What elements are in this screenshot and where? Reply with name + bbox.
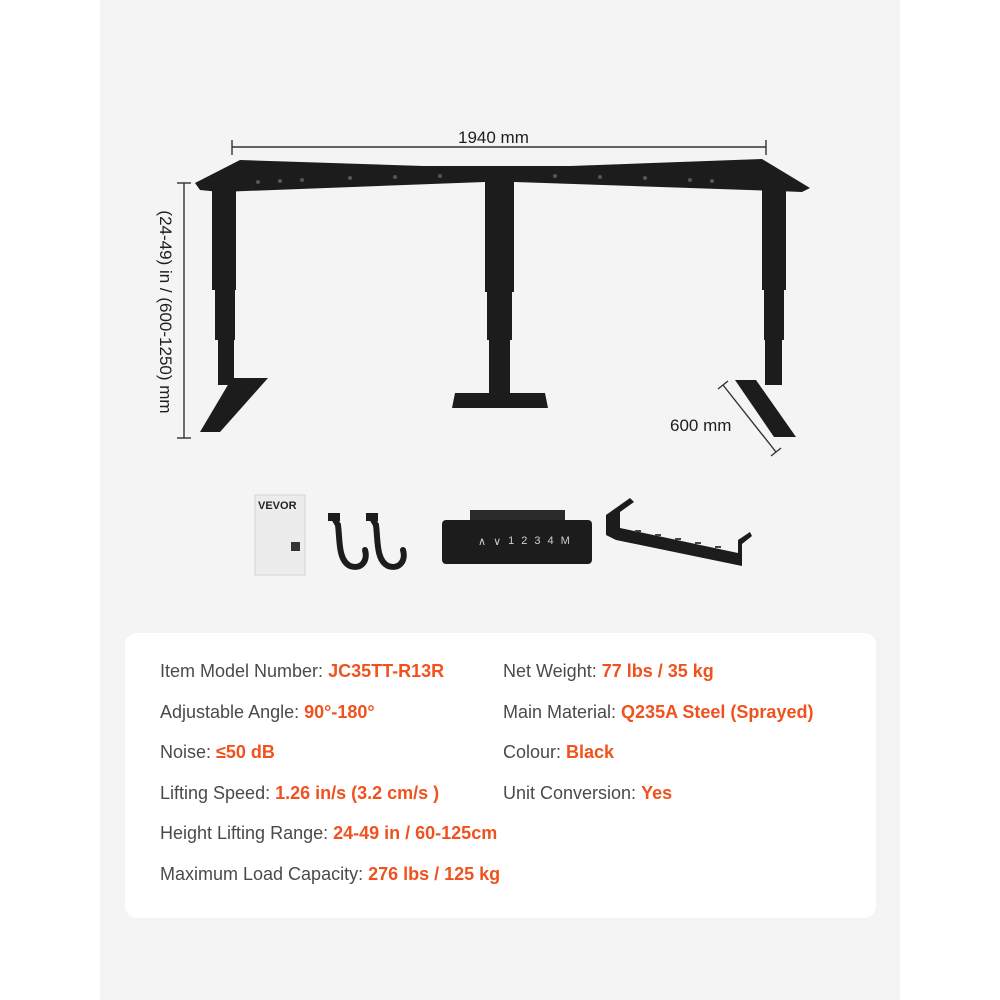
spec-value: 276 lbs / 125 kg bbox=[368, 863, 501, 884]
cable-tray-slots bbox=[635, 530, 721, 548]
spec-value: Black bbox=[566, 742, 615, 762]
width-dimension-line bbox=[231, 140, 767, 155]
left-leg bbox=[200, 190, 268, 432]
spec-row: Item Model Number: JC35TT-R13R bbox=[160, 661, 500, 702]
spec-label: Maximum Load Capacity: bbox=[160, 863, 369, 884]
spec-label: Adjustable Angle: bbox=[160, 701, 305, 722]
spec-value: JC35TT-R13R bbox=[328, 661, 445, 681]
controller-button: 4 bbox=[547, 535, 554, 547]
spec-label: Lifting Speed: bbox=[160, 782, 276, 803]
spec-value: 24-49 in / 60-125cm bbox=[333, 823, 498, 843]
spec-row: Main Material: Q235A Steel (Sprayed) bbox=[503, 702, 813, 743]
top-beams bbox=[195, 159, 810, 192]
controller-button: M bbox=[560, 535, 570, 547]
height-dimension-line bbox=[177, 182, 191, 439]
spec-label: Colour: bbox=[503, 742, 567, 762]
controller-button: 2 bbox=[521, 535, 528, 547]
spec-row: Net Weight: 77 lbs / 35 kg bbox=[503, 661, 813, 702]
control-panel bbox=[442, 510, 592, 564]
spec-value: Yes bbox=[641, 782, 673, 803]
middle-leg bbox=[452, 182, 548, 408]
spec-row: Maximum Load Capacity: 276 lbs / 125 kg bbox=[160, 864, 500, 905]
spec-label: Noise: bbox=[160, 742, 217, 762]
spec-row: Height Lifting Range: 24-49 in / 60-125c… bbox=[160, 823, 500, 864]
controller-button: 1 bbox=[508, 535, 515, 547]
depth-dimension-line bbox=[717, 380, 782, 457]
spec-value: Q235A Steel (Sprayed) bbox=[621, 701, 814, 722]
spec-label: Unit Conversion: bbox=[503, 782, 642, 803]
controller-button: ∨ bbox=[493, 536, 502, 548]
spec-row: Adjustable Angle: 90°-180° bbox=[160, 702, 500, 743]
spec-value: 77 lbs / 35 kg bbox=[601, 661, 714, 681]
spec-row: Colour: Black bbox=[503, 742, 813, 783]
spec-value: ≤50 dB bbox=[216, 742, 275, 762]
spec-value: 90°-180° bbox=[304, 701, 375, 722]
controller-button: 3 bbox=[534, 535, 541, 547]
spec-label: Net Weight: bbox=[503, 661, 602, 681]
spec-label: Height Lifting Range: bbox=[160, 823, 334, 843]
manual-booklet bbox=[254, 494, 306, 576]
spec-label: Item Model Number: bbox=[160, 661, 329, 681]
spec-row: Noise: ≤50 dB bbox=[160, 742, 500, 783]
right-leg bbox=[735, 190, 796, 437]
cable-tray bbox=[606, 498, 752, 566]
width-dimension-label: 1940 mm bbox=[458, 128, 529, 147]
depth-dimension-label: 600 mm bbox=[670, 416, 732, 435]
manual-brand-logo: VEVOR bbox=[258, 500, 297, 512]
height-dimension-label: (24-49) in / (600-1250) mm bbox=[156, 210, 175, 414]
controller-button: ∧ bbox=[478, 536, 487, 548]
cable-hooks bbox=[328, 513, 407, 570]
spec-row: Lifting Speed: 1.26 in/s (3.2 cm/s ) bbox=[160, 783, 500, 824]
spec-row: Unit Conversion: Yes bbox=[503, 783, 813, 824]
spec-label: Main Material: bbox=[503, 701, 622, 722]
spec-value: 1.26 in/s (3.2 cm/s ) bbox=[275, 782, 440, 803]
beam-holes bbox=[256, 174, 714, 184]
